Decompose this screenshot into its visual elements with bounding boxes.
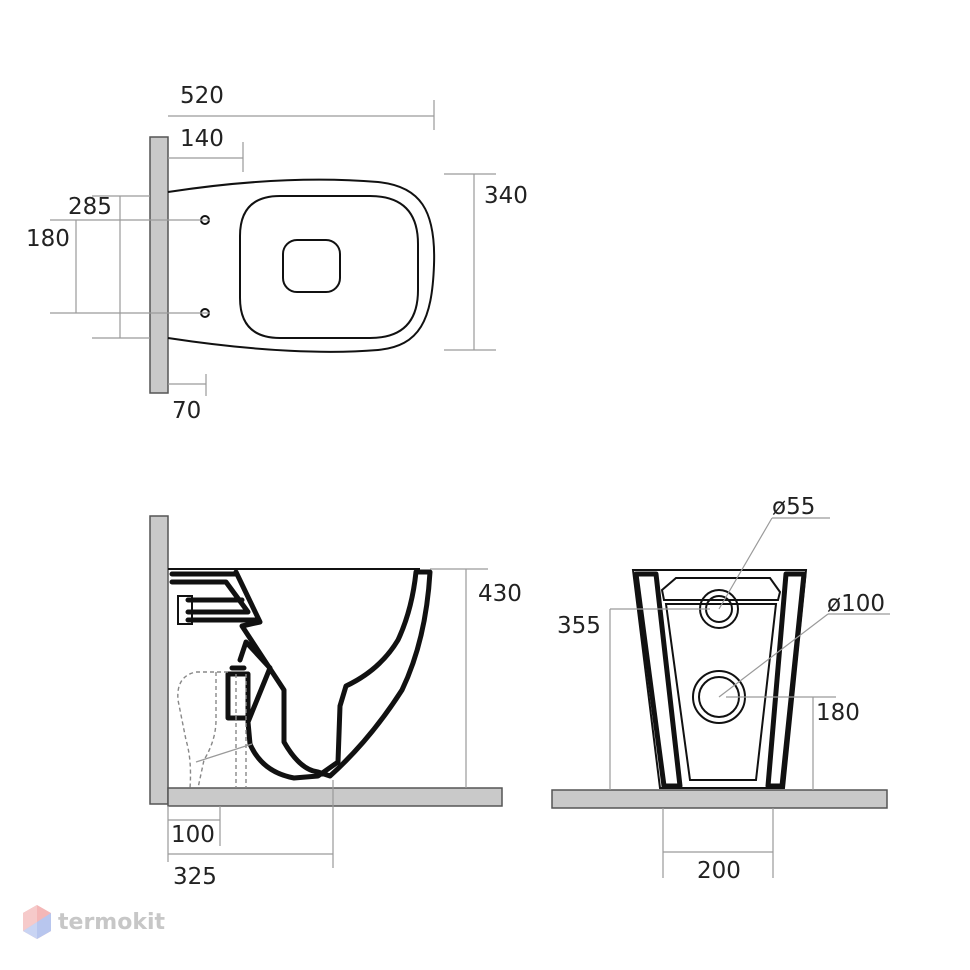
dim-355-label: 355 (557, 613, 601, 639)
brand-name: termokit (58, 909, 166, 935)
front-left-side (633, 571, 683, 789)
side-leader-line (195, 743, 253, 763)
side-view: 430 100 325 (149, 515, 522, 890)
side-wall (149, 515, 169, 805)
dim-140-label: 140 (180, 126, 224, 152)
dia-55-label: ø55 (772, 494, 815, 520)
front-inner-cavity (664, 603, 778, 781)
dim-340-label: 340 (484, 183, 528, 209)
front-right-side (765, 571, 807, 789)
side-flush-inlet (169, 571, 261, 623)
front-outer-body (631, 569, 808, 789)
front-rear-wall (660, 577, 782, 601)
top-wall (149, 136, 169, 394)
hexagon-logo-icon (23, 905, 51, 939)
brand-watermark: termokit (22, 904, 165, 940)
dim-180f-label: 180 (816, 700, 860, 726)
dim-70-label: 70 (172, 398, 201, 424)
side-drain-dashed (177, 671, 247, 789)
side-bowl-profile (233, 569, 433, 781)
dia-100-leader (718, 613, 829, 698)
dim-285-label: 285 (68, 194, 112, 220)
side-outlet-pipe (225, 665, 251, 721)
dim-180-label: 180 (26, 226, 70, 252)
front-view: ø55 ø100 355 180 200 (551, 494, 890, 884)
top-drain-square (282, 239, 341, 293)
top-bowl-outline (167, 178, 436, 353)
top-rim-inner (239, 195, 419, 339)
dim-100-label: 100 (171, 822, 215, 848)
top-view: 520 140 340 285 180 70 (26, 83, 528, 424)
dia-55-leader (718, 517, 773, 610)
dim-520-label: 520 (180, 83, 224, 109)
dia-100-label: ø100 (827, 591, 885, 617)
dim-200-label: 200 (697, 858, 741, 884)
side-floor (167, 787, 503, 807)
front-floor (551, 789, 888, 809)
side-inlet-cap (177, 595, 193, 625)
dim-325-label: 325 (173, 864, 217, 890)
dim-430-label: 430 (478, 581, 522, 607)
